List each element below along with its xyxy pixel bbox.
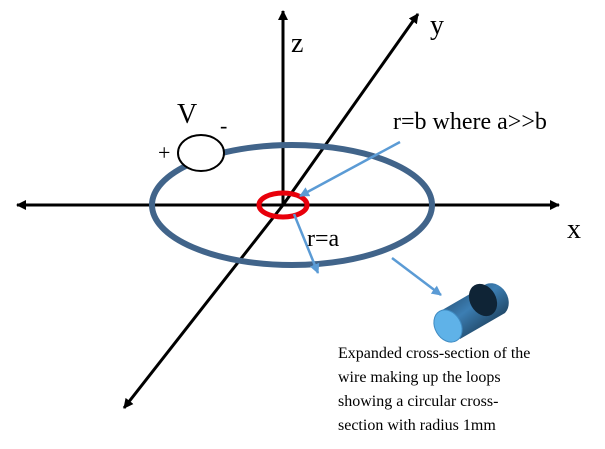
minus-label: - xyxy=(220,113,227,138)
z-axis-label: z xyxy=(291,28,303,59)
caption-line: section with radius 1mm xyxy=(338,417,496,434)
r-b-label: r=b where a>>b xyxy=(393,109,547,135)
y-axis xyxy=(281,13,420,206)
caption-line: wire making up the loops xyxy=(338,369,501,386)
cross-section-caption: Expanded cross-section of the wire makin… xyxy=(338,342,604,438)
caption-line: Expanded cross-section of the xyxy=(338,345,531,362)
arrow-r-b xyxy=(299,140,401,198)
r-a-label: r=a xyxy=(307,226,340,252)
inner-ring xyxy=(256,190,310,220)
y-axis-label: y xyxy=(430,10,444,41)
voltage-source xyxy=(177,134,225,172)
wire-cylinder-icon xyxy=(433,283,509,343)
arrow-to-cross-section xyxy=(391,257,442,296)
voltage-label: V xyxy=(177,99,197,130)
y-axis-negative xyxy=(122,204,285,409)
caption-line: showing a circular cross- xyxy=(338,393,499,410)
wire-loop xyxy=(149,142,435,268)
plus-label: + xyxy=(158,140,170,165)
x-axis-label: x xyxy=(567,214,581,245)
arrow-r-a xyxy=(292,213,320,274)
